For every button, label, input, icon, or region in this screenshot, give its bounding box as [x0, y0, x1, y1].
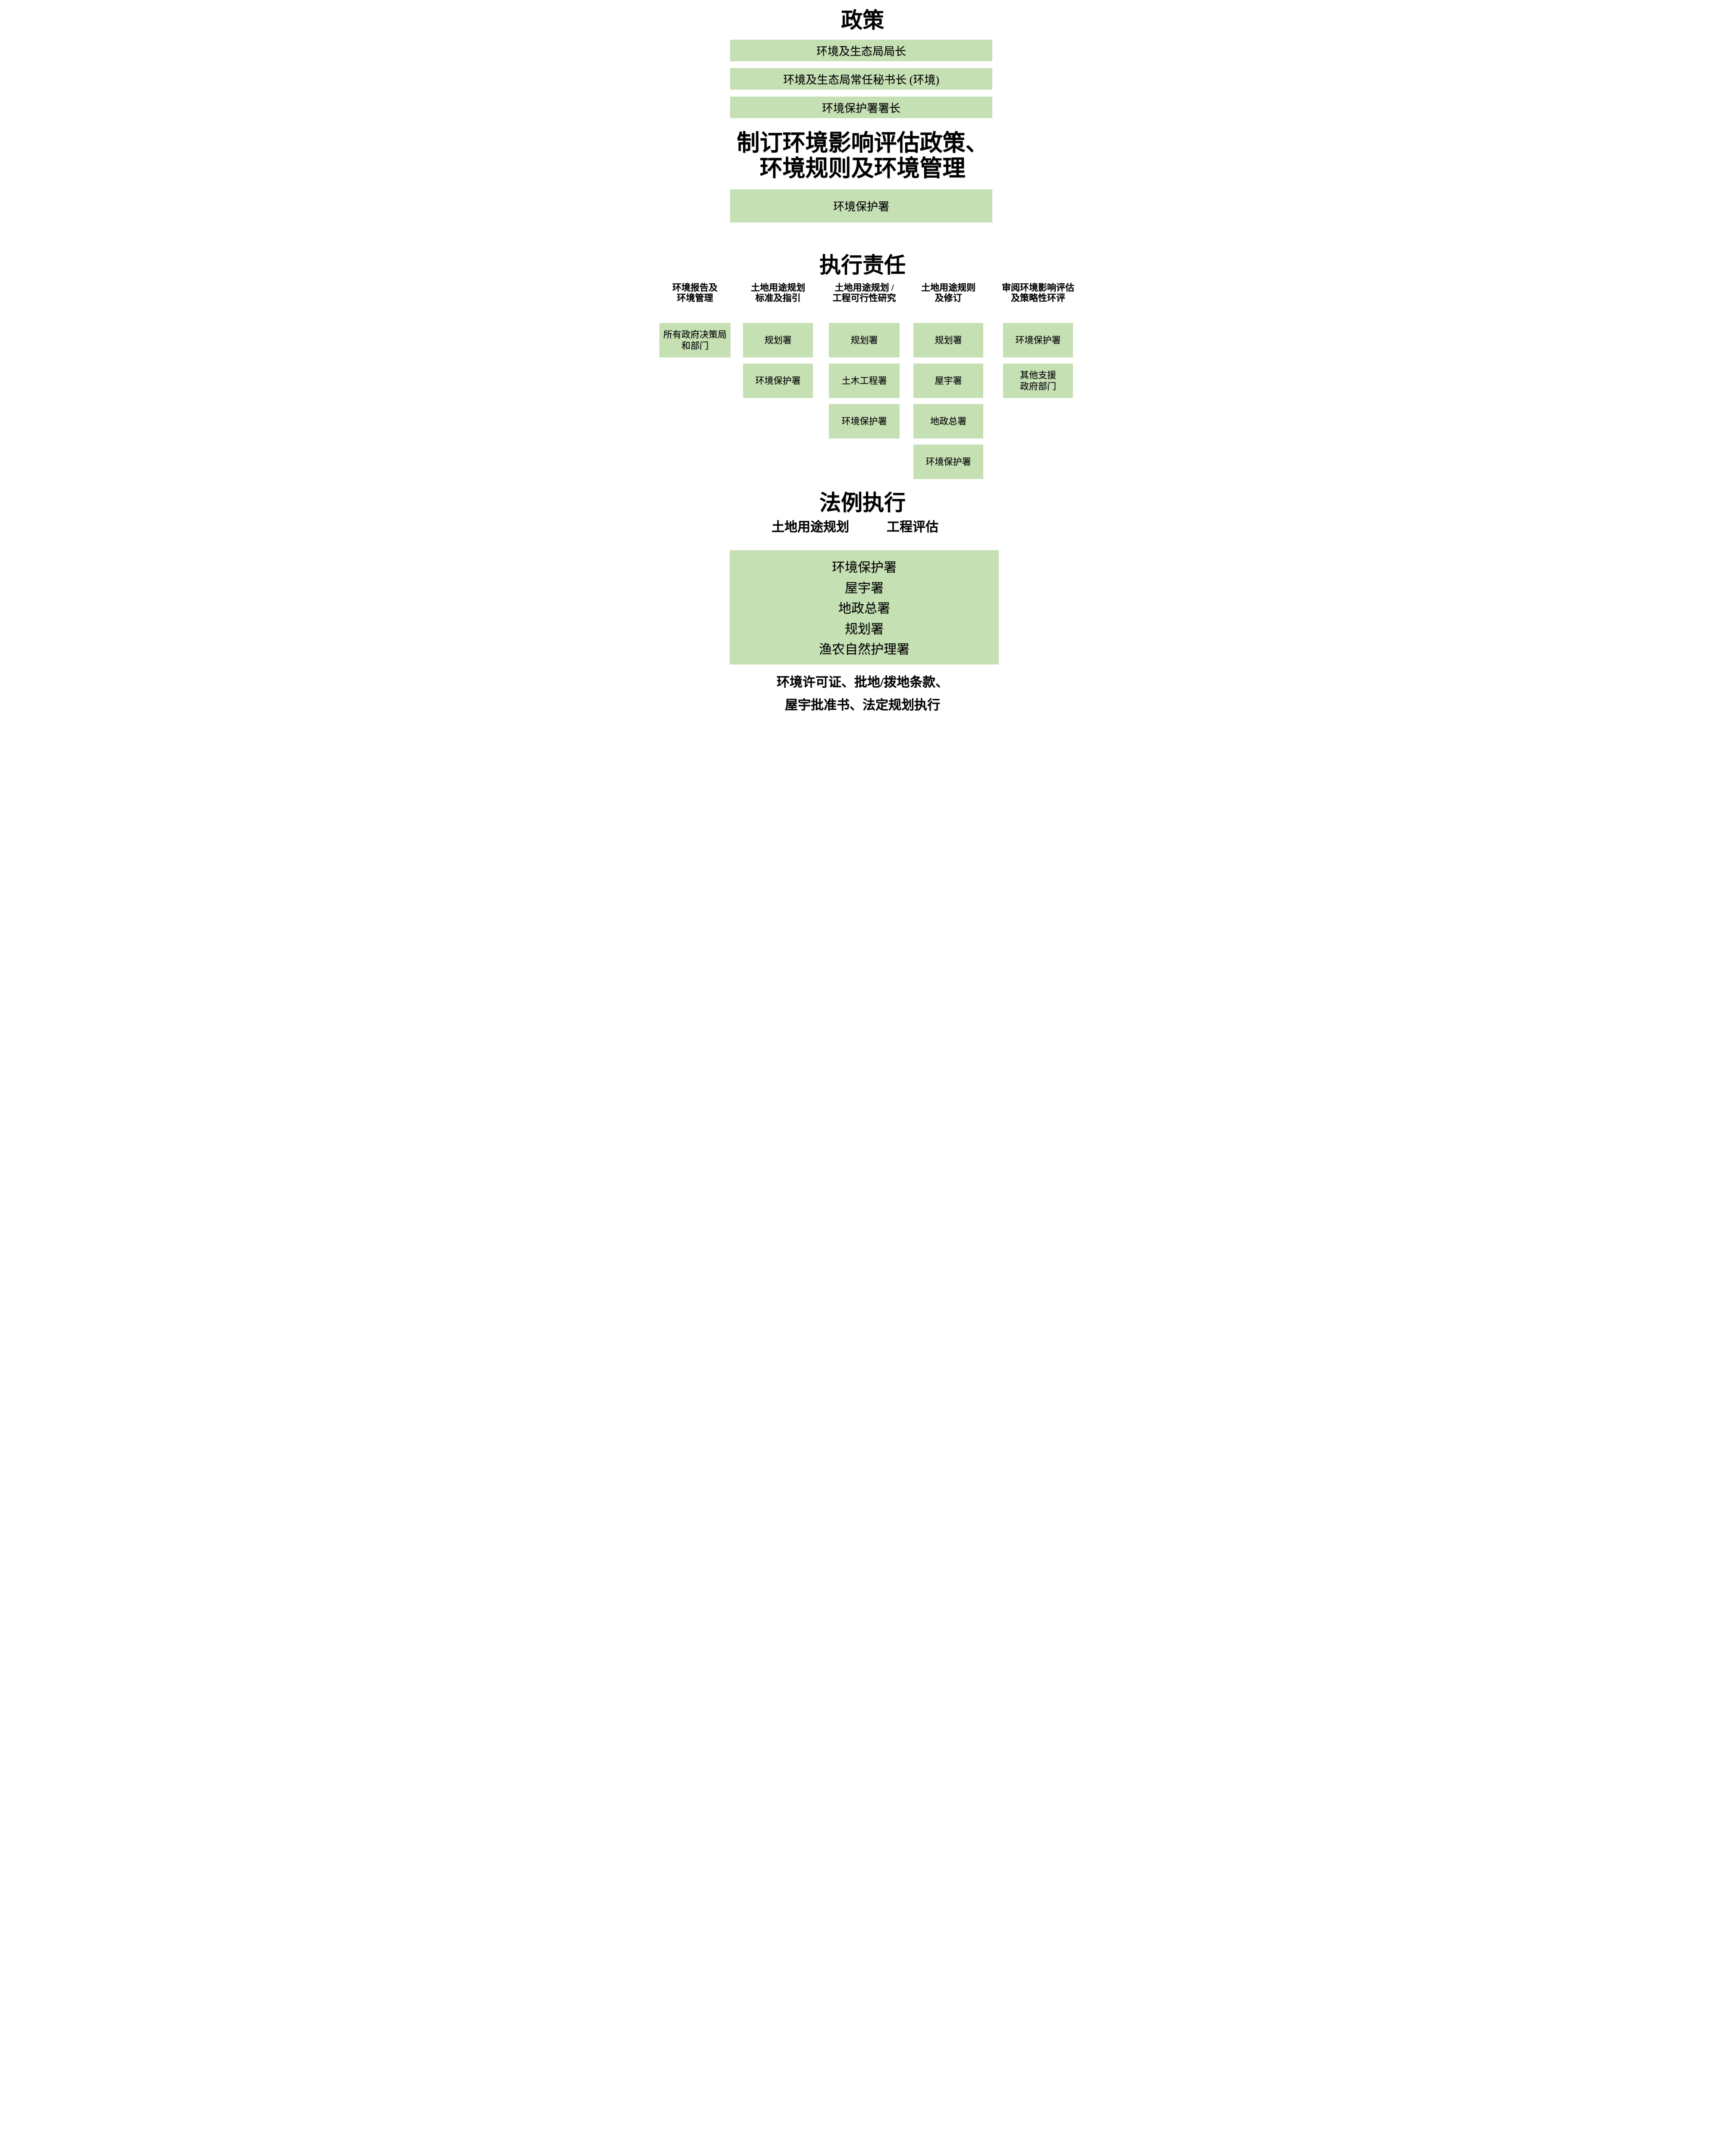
legislation-footer-text: 环境许可证、批地/拨地条款、屋宇批准书、法定规划执行	[647, 671, 1078, 717]
column-header-line: 审阅环境影响评估	[1002, 282, 1074, 293]
mission-statement: 制订环境影响评估政策、环境规则及环境管理	[647, 131, 1078, 182]
org-box: 环境保护署	[913, 445, 983, 479]
legislation-department-line: 规划署	[845, 622, 884, 636]
org-box-line: 规划署	[935, 335, 962, 345]
org-box-line: 环境保护署	[755, 376, 801, 386]
column-header: 环境报告及环境管理	[651, 282, 739, 303]
legislation-department-line: 环境保护署	[832, 561, 897, 575]
org-box: 环境保护署	[743, 364, 813, 398]
org-box-line: 其他支援	[1020, 370, 1056, 380]
org-box-line: 屋宇署	[935, 376, 962, 386]
org-box-line: 环境保护署	[1015, 335, 1061, 345]
column-header-line: 环境管理	[677, 293, 713, 303]
org-box: 环境保护署	[1003, 323, 1073, 357]
org-box-line: 政府部门	[1020, 381, 1056, 392]
policy-bar-label: 环境及生态局常任秘书长 (环境)	[783, 73, 939, 86]
policy-section-title: 政策	[841, 8, 884, 32]
policy-bar: 环境保护署署长	[730, 97, 992, 118]
legislation-department-line: 屋宇署	[845, 581, 884, 595]
legislation-footer-line: 屋宇批准书、法定规划执行	[785, 698, 940, 712]
eia-governance-diagram: 政策 环境及生态局局长环境及生态局常任秘书长 (环境) 环境保护署署长 制订环境影…	[647, 0, 1078, 728]
legislation-label: 工程评估	[887, 520, 938, 534]
mission-statement-line: 制订环境影响评估政策、	[737, 131, 988, 156]
column-header: 土地用途规划 /工程可行性研究	[820, 282, 908, 303]
policy-bar-label: 环境及生态局局长	[816, 45, 906, 58]
column-header-line: 工程可行性研究	[832, 293, 896, 303]
org-box: 规划署	[913, 323, 983, 357]
org-box-line: 环境保护署	[841, 416, 887, 426]
org-box: 规划署	[743, 323, 813, 357]
policy-bar: 环境及生态局常任秘书长 (环境)	[730, 68, 992, 90]
column-header: 审阅环境影响评估及策略性环评	[994, 282, 1078, 303]
legislation-department-line: 地政总署	[838, 602, 890, 616]
column-header-line: 环境报告及	[672, 282, 718, 293]
legislation-section-title: 法例执行	[819, 491, 906, 515]
column-header-line: 土地用途规划 /	[834, 282, 894, 293]
column-header-line: 土地用途规则	[921, 282, 975, 293]
mission-statement-line: 环境规则及环境管理	[759, 156, 966, 181]
org-box: 地政总署	[913, 404, 983, 439]
legislation-departments-box: 环境保护署屋宇署地政总署规划署渔农自然护理署	[730, 550, 999, 664]
column-header-line: 土地用途规划	[751, 282, 805, 293]
org-box-line: 所有政府决策局	[663, 329, 727, 340]
policy-bar-label: 环境保护署署长	[822, 102, 900, 115]
column-header: 土地用途规则及修订	[905, 282, 992, 303]
org-box-line: 规划署	[764, 335, 792, 345]
execution-section-title: 执行责任	[819, 253, 906, 277]
org-box: 屋宇署	[913, 364, 983, 398]
policy-agency-bar-label: 环境保护署	[833, 201, 889, 213]
org-box-line: 规划署	[850, 335, 878, 345]
legislation-department-line: 渔农自然护理署	[819, 642, 910, 657]
column-header-line: 及策略性环评	[1011, 293, 1065, 303]
policy-agency-bar: 环境保护署	[730, 189, 992, 222]
legislation-footer-line: 环境许可证、批地/拨地条款、	[776, 675, 949, 689]
policy-bar: 环境及生态局局长	[730, 40, 992, 61]
org-box: 土木工程署	[829, 364, 900, 398]
column-header-line: 标准及指引	[755, 293, 801, 303]
org-box: 规划署	[829, 323, 900, 357]
org-box: 所有政府决策局和部门	[659, 323, 731, 357]
column-header: 土地用途规划标准及指引	[734, 282, 822, 303]
org-box-line: 和部门	[681, 341, 709, 351]
column-header-line: 及修订	[935, 293, 962, 303]
org-box-line: 环境保护署	[925, 457, 971, 467]
org-box-line: 地政总署	[930, 416, 966, 426]
org-box-line: 土木工程署	[841, 376, 887, 386]
legislation-label: 土地用途规划	[772, 520, 849, 534]
org-box: 其他支援政府部门	[1003, 364, 1073, 398]
org-box: 环境保护署	[829, 404, 900, 439]
